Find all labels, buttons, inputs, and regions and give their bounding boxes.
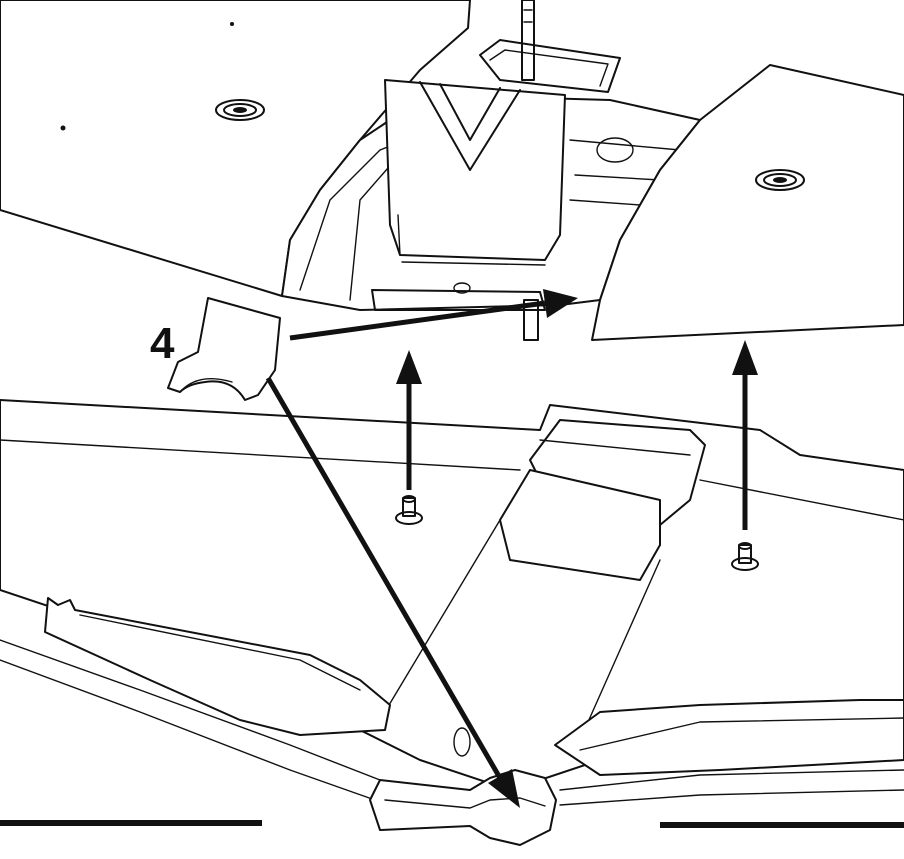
- canopy-block: [499, 419, 706, 581]
- rear-fixture: [479, 0, 621, 93]
- seat-back: [384, 79, 566, 266]
- part-number-label: 4: [150, 319, 175, 368]
- arrow-part4-to-trough: [289, 289, 578, 341]
- arrow-right-peg-up: [732, 340, 758, 530]
- right-side-trim: [554, 699, 904, 806]
- left-mounting-peg-icon: [395, 495, 423, 525]
- arrow-part4-to-nose: [265, 376, 520, 808]
- left-mount-hole-icon: [215, 99, 265, 121]
- upper-right-wing-panel: [591, 64, 904, 341]
- arrow-left-peg-up: [396, 350, 422, 490]
- part-4-bracket: [167, 297, 281, 401]
- right-mount-hole-icon: [755, 169, 805, 191]
- left-side-trim: [0, 597, 391, 801]
- right-mounting-peg-icon: [731, 542, 759, 571]
